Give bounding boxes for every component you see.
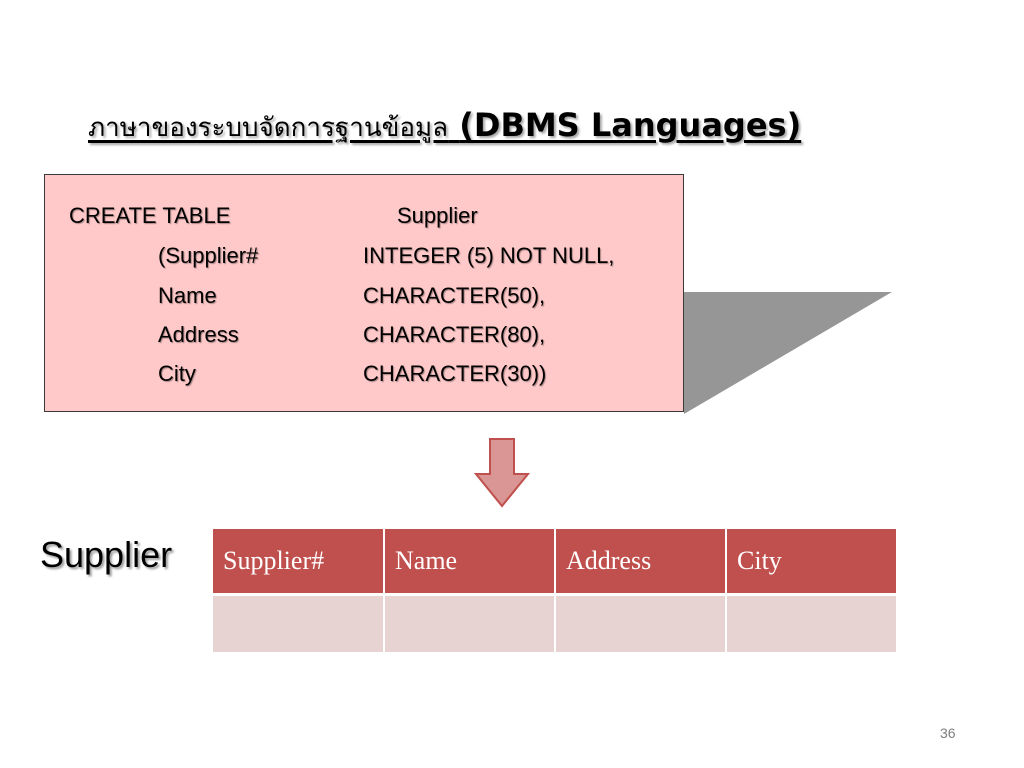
page-number: 36 <box>940 725 956 741</box>
table-header-cell: Supplier# <box>213 529 385 596</box>
sql-table-name: Supplier <box>397 203 478 228</box>
sql-column-type: CHARACTER(80), <box>363 322 546 347</box>
table-row <box>213 594 896 652</box>
callout-shape <box>684 292 892 414</box>
sql-column-name: Name <box>158 283 217 308</box>
table-header-cell: Address <box>555 529 727 596</box>
table-header-row: Supplier# Name Address City <box>213 529 896 596</box>
table-label: Supplier <box>40 534 173 575</box>
table-cell <box>726 594 896 652</box>
sql-column-type: CHARACTER(50), <box>363 283 546 308</box>
table-header-cell: Name <box>384 529 556 596</box>
down-arrow-icon <box>473 438 531 508</box>
table-cell <box>555 594 727 652</box>
slide-title-english: (DBMS Languages) <box>459 106 802 144</box>
supplier-table: Supplier# Name Address City <box>213 529 896 652</box>
sql-create-keyword: CREATE TABLE <box>69 203 231 228</box>
sql-code-box: CREATE TABLE Supplier (Supplier# INTEGER… <box>44 174 684 412</box>
table-cell <box>384 594 556 652</box>
table-header-cell: City <box>726 529 896 596</box>
sql-column-name: Address <box>158 322 239 347</box>
table-cell <box>213 594 385 652</box>
sql-column-name: City <box>158 361 196 386</box>
sql-column-type: INTEGER (5) NOT NULL, <box>363 243 615 268</box>
slide-title-thai: ภาษาของระบบจัดการฐานข้อมูล <box>88 113 449 143</box>
slide-title: ภาษาของระบบจัดการฐานข้อมูล (DBMS Languag… <box>88 106 948 148</box>
sql-column-name: (Supplier# <box>158 243 259 268</box>
sql-column-type: CHARACTER(30)) <box>363 361 547 386</box>
